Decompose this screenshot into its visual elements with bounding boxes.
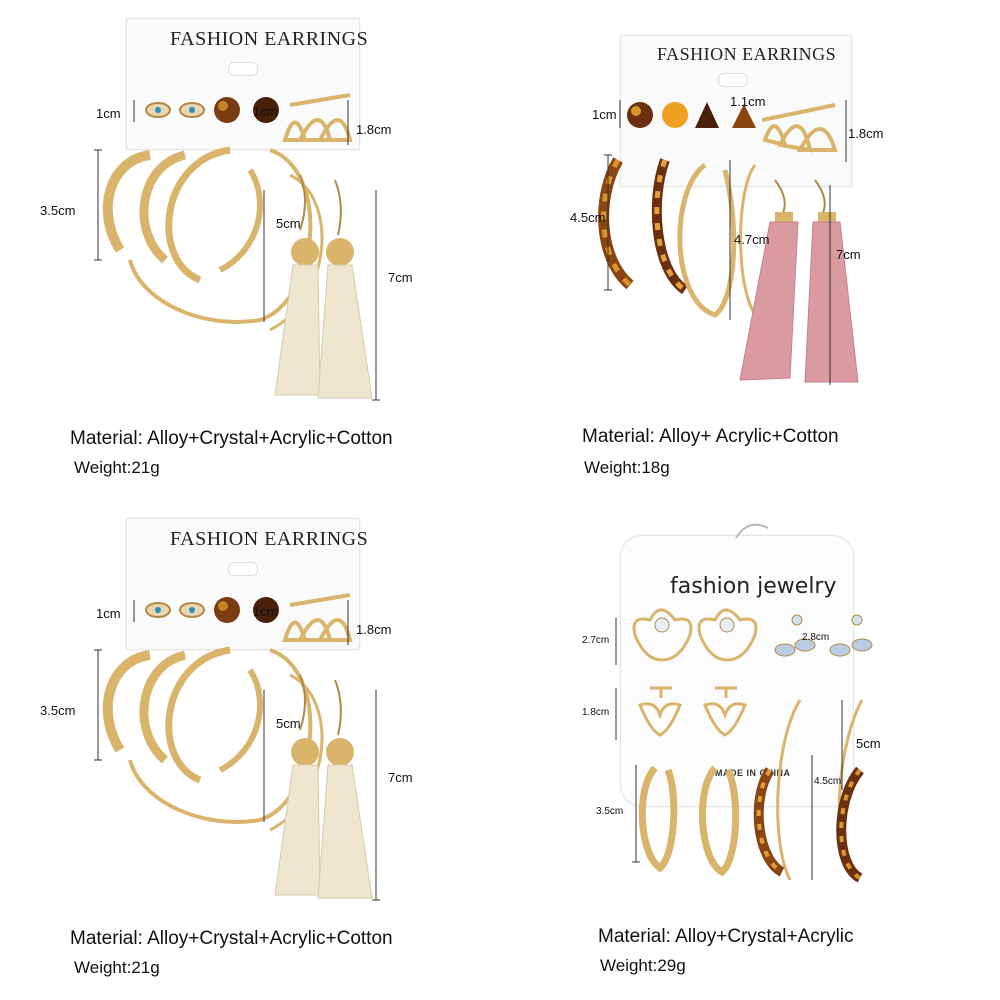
earring-card (126, 518, 360, 650)
card-hang-tab (735, 523, 769, 539)
measurement-label: 5cm (276, 716, 301, 731)
card-title: FASHION EARRINGS (170, 528, 369, 550)
weight-text: Weight:29g (600, 956, 686, 975)
measurement-label: 1.8cm (356, 122, 392, 137)
material-text: Material: Alloy+Crystal+Acrylic+Cotton (70, 428, 393, 449)
measurement-label: 7cm (836, 247, 861, 262)
card-title: FASHION EARRINGS (170, 28, 369, 50)
earrings-illustration (598, 100, 859, 385)
measurement-label: 1cm (253, 104, 278, 119)
measurement-label: 5cm (856, 736, 881, 751)
measurement-label: 1cm (253, 604, 278, 619)
measurement-label: 1cm (592, 107, 617, 122)
tassel-earrings (274, 674, 373, 899)
tortoise-hoops (598, 157, 762, 322)
orange-stud (662, 102, 688, 128)
measurement-label: 4.5cm (570, 210, 606, 225)
measurement-label: 7cm (388, 770, 413, 785)
material-text: Material: Alloy+Crystal+Acrylic+Cotton (70, 928, 393, 949)
lotus-earrings (282, 93, 353, 142)
card-hang-hole (228, 562, 258, 576)
tortoise-hoops (753, 699, 865, 883)
tortoise-stud (214, 97, 240, 123)
lotus-crystal-earrings (632, 608, 758, 662)
jewelry-card (620, 535, 854, 807)
tortoise-stud (253, 97, 279, 123)
product-panel-2: FASHION EARRINGS (500, 0, 1000, 500)
crystal-ear-jackets (774, 614, 873, 657)
gold-hoops (102, 146, 324, 332)
measurement-label: 1.8cm (356, 622, 392, 637)
earrings-illustration (615, 608, 873, 883)
card-hang-hole (228, 62, 258, 76)
tortoise-stud (253, 597, 279, 623)
gold-hoops (638, 765, 740, 877)
measurement-label: 1.8cm (582, 707, 610, 718)
product-panel-1: FASHION EARRINGS (0, 0, 500, 500)
product-panel-3: FASHION EARRINGS (0, 500, 500, 1000)
measurement-label: 1.1cm (730, 94, 766, 109)
lotus-earrings (282, 593, 353, 642)
weight-text: Weight:18g (584, 458, 670, 477)
lotus-outline-studs (638, 686, 747, 737)
material-text: Material: Alloy+Crystal+Acrylic (598, 926, 854, 947)
measurement-label: 4.7cm (734, 232, 770, 247)
card-hang-hole (718, 73, 748, 87)
card-title: FASHION EARRINGS (657, 44, 837, 64)
tortoise-stud (214, 597, 240, 623)
measurement-label: 2.8cm (802, 632, 830, 643)
measurement-label: 5cm (276, 216, 301, 231)
lotus-earrings (761, 103, 838, 153)
measurement-label: 2.7cm (582, 635, 610, 646)
measurement-label: 1.8cm (848, 126, 884, 141)
material-text: Material: Alloy+ Acrylic+Cotton (582, 426, 839, 447)
measurement-label: 3.5cm (596, 806, 624, 817)
tassel-earrings (274, 174, 373, 399)
measurement-label: 3.5cm (40, 203, 76, 218)
measurement-label: 3.5cm (40, 703, 76, 718)
triangle-stud (732, 104, 756, 128)
measurement-label: 7cm (388, 270, 413, 285)
made-in-label: MADE IN CHINA (715, 768, 791, 778)
measurement-label: 4.5cm (814, 776, 842, 787)
product-panel-4: fashion jewelry MADE IN CHINA (500, 500, 1000, 1000)
measurement-label: 1cm (96, 106, 121, 121)
weight-text: Weight:21g (74, 958, 160, 977)
earrings-illustration (94, 593, 380, 901)
tortoise-stud (627, 102, 653, 128)
triangle-stud (695, 102, 719, 128)
weight-text: Weight:21g (74, 458, 160, 477)
earrings-illustration (94, 93, 380, 401)
card-title: fashion jewelry (670, 574, 837, 599)
measurement-label: 1cm (96, 606, 121, 621)
tassel-earrings (739, 179, 859, 383)
earring-card (126, 18, 360, 150)
